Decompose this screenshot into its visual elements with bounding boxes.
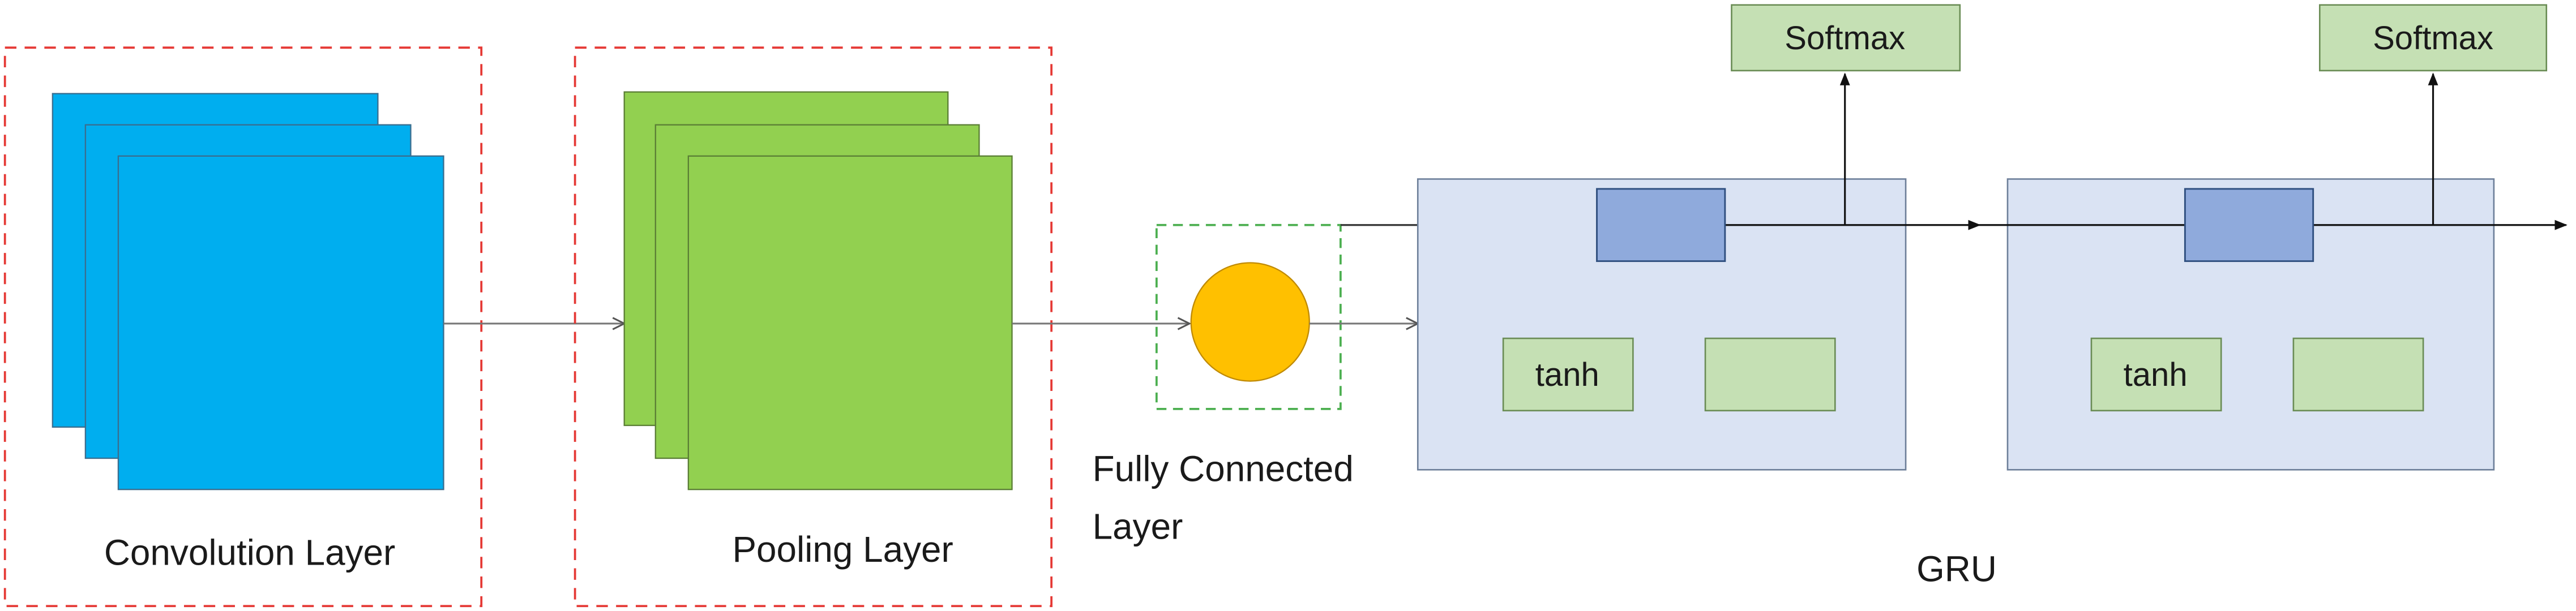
fully-connected-frame: [1155, 223, 1342, 410]
pooling-layer-frame: [574, 46, 1053, 608]
convolution-layer-frame: [3, 46, 483, 608]
gru-cell-2-gate: [2184, 188, 2314, 263]
gru-cell-1-softmax-label: Softmax: [1785, 20, 1905, 57]
fully-connected-label-line1: Fully Connected: [1093, 449, 1354, 489]
gru-cell-1-tanh-box: [1502, 337, 1634, 412]
pooling-layer-label: Pooling Layer: [732, 529, 953, 570]
convolution-layer: Convolution Layer: [3, 46, 483, 608]
pooled-map-front: [687, 155, 1013, 490]
neuron-node: [1190, 262, 1310, 382]
gru-cell-1: Softmax tanh: [1417, 4, 1981, 471]
gru-cell-2-softmax-label: Softmax: [2373, 20, 2493, 57]
fully-connected-layer: Fully Connected Layer: [1093, 223, 1354, 547]
gru-cell-1-softmax-box: [1731, 4, 1961, 72]
gru-cell-2-tanh-label: tanh: [2124, 356, 2188, 393]
pooling-layer: Pooling Layer: [574, 46, 1053, 608]
gru-cell-2-softmax-box: [2319, 4, 2548, 72]
gru-label: GRU: [1916, 549, 1997, 590]
gru-cell-2-tanh-box: [2090, 337, 2222, 412]
fully-connected-label-line2: Layer: [1093, 506, 1183, 547]
convolution-layer-label: Convolution Layer: [104, 532, 395, 573]
gru-cell-2-green-box: [2292, 337, 2424, 412]
gru-cell-1-tanh-label: tanh: [1535, 356, 1599, 393]
gru-cell-1-green-box: [1704, 337, 1836, 412]
gru-cell-2: Softmax tanh: [1979, 4, 2568, 471]
feature-map-front: [117, 155, 444, 490]
gru-cell-1-gate: [1596, 188, 1726, 263]
